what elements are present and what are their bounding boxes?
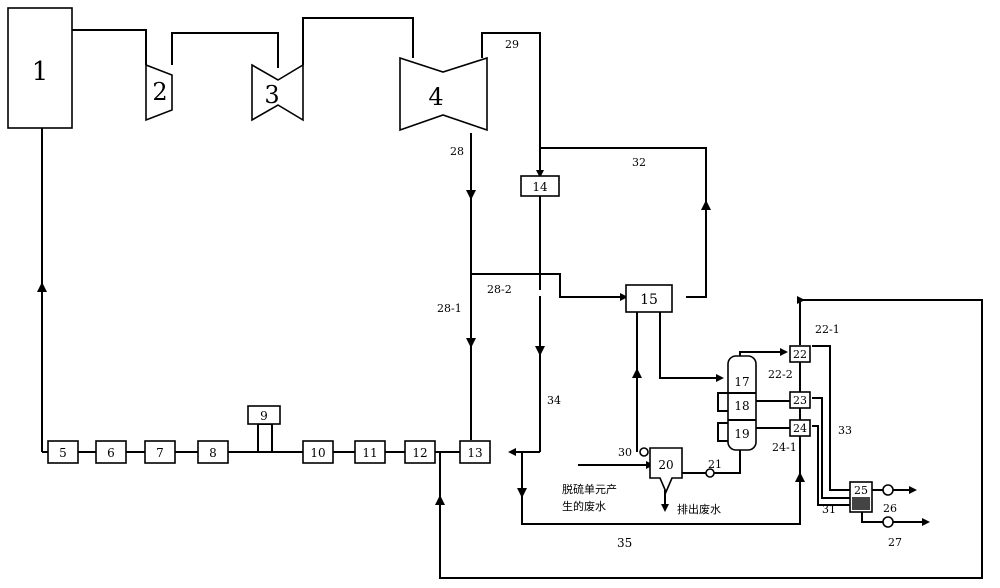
unit-25-media [852, 497, 870, 510]
label-8: 8 [209, 446, 217, 460]
label-14: 14 [532, 180, 548, 194]
stream-32: 32 [632, 156, 646, 169]
stream-33: 33 [838, 424, 852, 437]
arrow-28-1-down [466, 338, 476, 348]
stream-28-1: 28-1 [437, 302, 462, 315]
label-5: 5 [59, 446, 67, 460]
label-2: 2 [152, 78, 167, 106]
arrow-return-up [435, 495, 445, 505]
unit-24 [789, 419, 811, 437]
unit-11 [354, 440, 386, 464]
clarifier-20 [649, 447, 683, 495]
label-6: 6 [107, 446, 115, 460]
label-15: 15 [640, 292, 658, 308]
unit-9 [247, 405, 281, 425]
stream-24-1: 24-1 [772, 441, 797, 454]
pipe-18-loop [717, 392, 728, 412]
unit-5 [47, 440, 79, 464]
unit-labels: 1 2 3 4 5 6 7 8 9 10 11 12 13 14 15 17 1… [32, 57, 868, 497]
pipe-29 [481, 32, 544, 178]
pipe-33b [812, 425, 850, 506]
boiler-1 [7, 7, 73, 129]
pipe-19-loop [717, 422, 728, 442]
unit-23 [789, 391, 811, 409]
column-17-19 [727, 355, 757, 451]
stream-35: 35 [617, 536, 632, 550]
stream-21: 21 [708, 458, 722, 471]
stream-29: 29 [505, 38, 519, 51]
pipe-1-to-2 [72, 29, 147, 65]
pipe-3-to-4 [302, 17, 414, 65]
arrow-35-up [795, 472, 805, 482]
label-12: 12 [412, 446, 427, 460]
arrow-to-1-up [37, 282, 47, 292]
label-25: 25 [854, 484, 868, 497]
label-23: 23 [793, 394, 807, 407]
pump-26 [882, 484, 894, 496]
label-3: 3 [264, 81, 279, 109]
label-20: 20 [658, 458, 673, 472]
pipe-22-1 [812, 345, 850, 491]
unit-12 [404, 440, 436, 464]
stream-30: 30 [618, 446, 632, 459]
unit-6 [95, 440, 127, 464]
pipe-network [37, 17, 983, 579]
stream-22-2: 22-2 [768, 368, 793, 381]
pump-27 [882, 516, 894, 528]
label-9: 9 [260, 409, 268, 423]
pipe-return-loop [439, 299, 983, 579]
pipe-9-loop [257, 423, 273, 452]
arrow-35-down [517, 488, 527, 498]
unit-13 [459, 440, 491, 464]
label-24: 24 [793, 422, 807, 435]
arrow-32-up [701, 200, 711, 210]
pipe-2-to-3 [171, 32, 279, 68]
turbine-3 [251, 63, 304, 122]
notes: 脱硫单元产 生的废水 排出废水 [562, 482, 721, 516]
arrow-return-right [797, 296, 805, 304]
stream-34: 34 [547, 394, 561, 407]
label-4: 4 [428, 83, 443, 111]
unit-8 [197, 440, 229, 464]
desulfur-note-line1: 脱硫单元产 [562, 482, 617, 496]
label-10: 10 [310, 446, 325, 460]
stream-31: 31 [822, 503, 836, 516]
label-22: 22 [793, 348, 807, 361]
stream-26: 26 [883, 502, 897, 515]
unit-14 [520, 175, 560, 197]
pipe-15-to-17 [659, 312, 724, 382]
label-11: 11 [362, 446, 377, 460]
label-1: 1 [32, 57, 49, 87]
stream-28: 28 [450, 145, 464, 158]
arrow-28-down [466, 190, 476, 200]
turbine-2 [145, 63, 173, 122]
pipe-32 [540, 147, 707, 298]
label-7: 7 [156, 446, 164, 460]
pipe-21 [682, 450, 741, 474]
arrow-34-down [535, 346, 545, 356]
pump-30 [639, 447, 649, 457]
label-17: 17 [734, 375, 749, 389]
label-18: 18 [734, 399, 749, 413]
stream-22-1: 22-1 [815, 323, 840, 336]
equipment [7, 7, 894, 528]
turbine-4 [399, 56, 488, 132]
stream-27: 27 [888, 536, 902, 549]
unit-22 [789, 345, 811, 363]
label-19: 19 [734, 427, 749, 441]
unit-7 [144, 440, 176, 464]
pipe-33a [812, 397, 850, 499]
pump-21 [705, 468, 715, 478]
label-13: 13 [467, 446, 482, 460]
desulfur-note-line2: 生的废水 [562, 499, 606, 513]
arrow-30-up [632, 368, 642, 378]
unit-10 [302, 440, 334, 464]
stream-labels: 29 28 32 28-2 28-1 34 30 21 22-1 22-2 24… [437, 38, 902, 550]
stream-28-2: 28-2 [487, 283, 512, 296]
unit-15 [625, 284, 673, 313]
pipe-28-2 [471, 273, 628, 301]
discharge-note: 排出废水 [677, 502, 721, 516]
